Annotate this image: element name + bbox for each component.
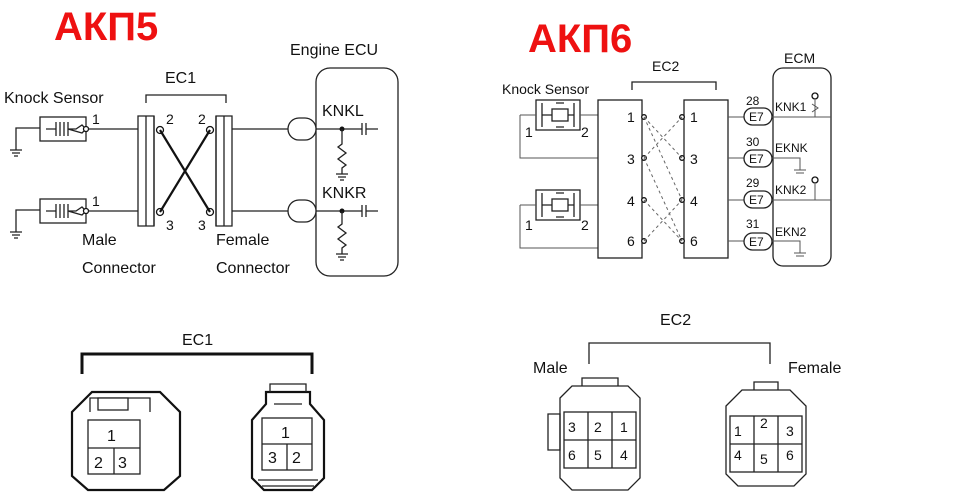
ec1-male-face: 1 2 3 <box>70 390 182 492</box>
ec2-left-pin-3: 3 <box>627 151 635 167</box>
ec2-right-pin-1: 1 <box>690 109 698 125</box>
ec2-female-pin-2: 2 <box>760 415 768 431</box>
akp6-s2-pin-1: 1 <box>525 217 533 233</box>
ecm-pin-28: 28 <box>746 94 760 108</box>
ec2-female-pin-4: 4 <box>734 447 742 463</box>
ec1-male-pin-3: 3 <box>118 455 127 472</box>
ecm-eknk-label: EKNK <box>775 141 808 155</box>
akp6-knock-sensor-1: 1 2 <box>519 99 598 159</box>
ec2-male-pin-5: 5 <box>594 447 602 463</box>
ec2-left-pin-1: 1 <box>627 109 635 125</box>
ec1-left-pin-3: 3 <box>166 217 174 233</box>
ec2-female-block <box>683 99 729 259</box>
ec1-female-pin-2: 2 <box>292 450 301 467</box>
title-akp6: АКП6 <box>528 17 632 61</box>
knkr-shield <box>287 199 317 223</box>
akp5-ec1-label: EC1 <box>165 70 196 87</box>
ecm-knk2-label: KNK2 <box>775 183 807 197</box>
ec2-crossover-wires <box>643 116 683 242</box>
male-connector-label-2: Connector <box>82 260 156 277</box>
ec1-right-pin-2: 2 <box>198 111 206 127</box>
ecm-knk1-label: KNK1 <box>775 100 807 114</box>
akp6-s1-pin-2: 2 <box>581 124 589 140</box>
ec2-male-pin-1: 1 <box>620 419 628 435</box>
upper-sensor-pin-1: 1 <box>92 111 100 127</box>
ec1-female-pin-3: 3 <box>268 450 277 467</box>
knock-sensor-lower: 1 <box>10 193 100 239</box>
ec2-female-pin-6: 6 <box>786 447 794 463</box>
ec2-male-pin-4: 4 <box>620 447 628 463</box>
ec2-male-pin-2: 2 <box>594 419 602 435</box>
ecm-row-knk1: 28 E7 KNK1 <box>743 92 831 126</box>
ec2-connector-view: EC2 Male Female 3 2 1 6 5 4 1 2 3 4 <box>533 312 841 491</box>
ec1-view-label: EC1 <box>182 332 213 349</box>
ecm-e7-tag-1: E7 <box>749 110 764 124</box>
ec2-bracket <box>631 81 717 90</box>
ec2-female-pin-5: 5 <box>760 451 768 467</box>
ec1-crossover-wires <box>159 129 211 213</box>
ec1-male-pin-1: 1 <box>107 428 116 445</box>
ec1-connector-view: EC1 1 2 3 1 3 2 <box>70 332 326 492</box>
ecm-pin-31: 31 <box>746 217 760 231</box>
ecm-e7-tag-2: E7 <box>749 152 764 166</box>
ec2-female-face: 1 2 3 4 5 6 <box>725 381 807 487</box>
female-connector-label-2: Connector <box>216 260 290 277</box>
lower-sensor-pin-1: 1 <box>92 193 100 209</box>
ec1-female-pin-1: 1 <box>281 425 290 442</box>
knkl-shield <box>287 117 317 141</box>
ec1-male-pin-2: 2 <box>94 455 103 472</box>
akp6-schematic: Knock Sensor EC2 ECM 1 2 1 <box>502 50 832 267</box>
ecm-e7-tag-3: E7 <box>749 193 764 207</box>
ecm-pin-29: 29 <box>746 176 760 190</box>
ecm-pin-30: 30 <box>746 135 760 149</box>
akp6-knock-sensor-label: Knock Sensor <box>502 81 589 97</box>
ec2-female-label: Female <box>788 360 841 377</box>
ec2-right-pin-3: 3 <box>690 151 698 167</box>
akp6-ec2-label: EC2 <box>652 58 679 74</box>
akp5-knock-sensor-label: Knock Sensor <box>4 90 104 107</box>
ec2-male-label: Male <box>533 360 568 377</box>
akp5-schematic: Knock Sensor EC1 Engine ECU KNKL KNKR 1 … <box>4 42 399 277</box>
knkr-label: KNKR <box>322 185 366 202</box>
ec2-view-label: EC2 <box>660 312 691 329</box>
engine-ecu-box <box>315 67 399 277</box>
ec2-view-bracket <box>588 342 771 364</box>
ec2-male-block <box>597 99 643 259</box>
knkl-label: KNKL <box>322 103 364 120</box>
engine-ecu-label: Engine ECU <box>290 42 378 59</box>
ecm-e7-tag-4: E7 <box>749 235 764 249</box>
ec2-right-pin-6: 6 <box>690 233 698 249</box>
ecm-row-knk2: 29 E7 KNK2 <box>743 176 831 209</box>
akp6-s2-pin-2: 2 <box>581 217 589 233</box>
ec2-left-pin-6: 6 <box>627 233 635 249</box>
ec2-male-pin-6: 6 <box>568 447 576 463</box>
ec2-male-face: 3 2 1 6 5 4 <box>547 377 641 491</box>
ec2-left-pin-4: 4 <box>627 193 635 209</box>
ec2-right-pin-4: 4 <box>690 193 698 209</box>
ecm-label: ECM <box>784 50 815 66</box>
ec1-right-pin-3: 3 <box>198 217 206 233</box>
ec1-bracket <box>145 94 227 103</box>
akp6-knock-sensor-2: 1 2 <box>519 189 598 249</box>
ec1-left-pin-2: 2 <box>166 111 174 127</box>
ec2-female-pin-1: 1 <box>734 423 742 439</box>
ecm-row-ekn2: 31 E7 EKN2 <box>743 217 807 257</box>
ecm-ekn2-label: EKN2 <box>775 225 807 239</box>
knock-sensor-upper: 1 <box>10 111 100 157</box>
ec1-female-face: 1 3 2 <box>250 383 326 492</box>
title-akp5: АКП5 <box>54 5 158 49</box>
ec1-view-bracket <box>80 352 314 374</box>
akp6-s1-pin-1: 1 <box>525 124 533 140</box>
male-connector-label-1: Male <box>82 232 117 249</box>
ec2-female-pin-3: 3 <box>786 423 794 439</box>
female-connector-label-1: Female <box>216 232 269 249</box>
ec2-male-pin-3: 3 <box>568 419 576 435</box>
ecm-row-eknk: 30 E7 EKNK <box>743 135 808 174</box>
